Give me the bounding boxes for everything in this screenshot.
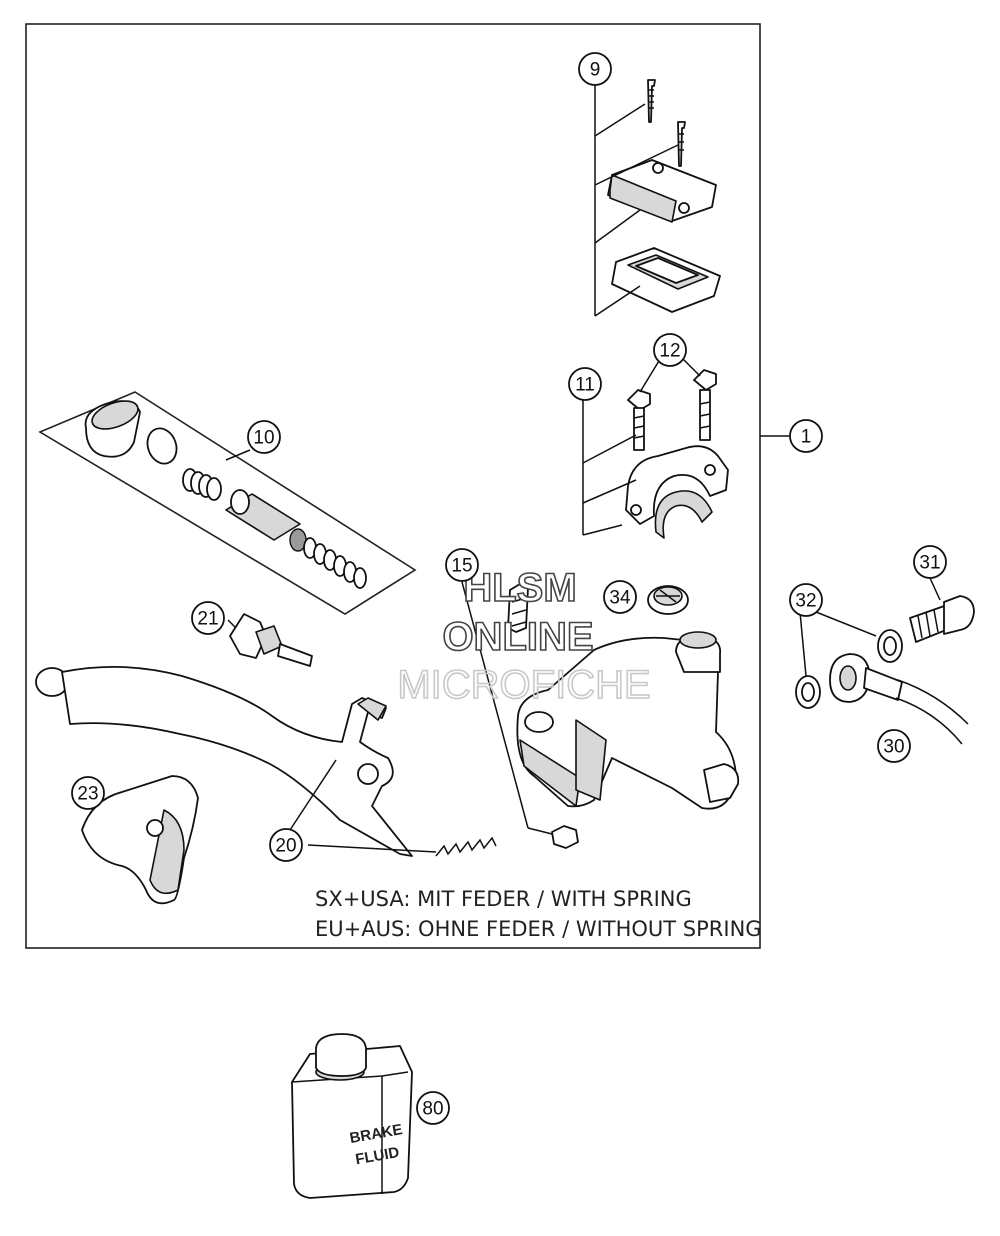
part-32-washers (795, 611, 903, 709)
part-15-bolt (461, 581, 579, 849)
leader-lines (760, 435, 941, 751)
callout-23: 23 (71, 776, 105, 810)
callout-34: 34 (603, 580, 637, 614)
callout-1-label: 1 (801, 427, 812, 448)
assembly-frame (25, 23, 761, 949)
watermark-line2: ONLINE (442, 615, 593, 659)
callout-9: 9 (578, 52, 612, 86)
callout-10: 10 (247, 420, 281, 454)
callout-1: 1 (789, 419, 823, 453)
callout-12: 12 (653, 333, 687, 367)
callout-12-label: 12 (659, 341, 680, 362)
callout-20: 20 (269, 828, 303, 862)
note-with-spring: SX+USA: MIT FEDER / WITH SPRING (315, 887, 692, 911)
callout-15-label: 15 (451, 556, 472, 577)
note-without-spring: EU+AUS: OHNE FEDER / WITHOUT SPRING (315, 917, 762, 941)
callout-20-label: 20 (275, 836, 296, 857)
callout-11-label: 11 (575, 375, 595, 396)
callout-80-label: 80 (422, 1099, 443, 1120)
callout-11: 11 (568, 367, 602, 401)
watermark-line1: HLSM (463, 566, 576, 610)
callout-23-label: 23 (77, 784, 98, 805)
watermark: HLSM ONLINE MICROFICHE (397, 565, 652, 708)
part-34-cap (647, 585, 689, 615)
part-80-brake-fluid-can: BRAKE FLUID (291, 1033, 413, 1199)
callout-80: 80 (416, 1091, 450, 1125)
callout-30: 30 (877, 729, 911, 763)
master-cylinder-body (516, 631, 740, 810)
part-23-lever-cover (81, 775, 199, 905)
callout-30-label: 30 (883, 737, 904, 758)
callout-34-label: 34 (609, 588, 631, 609)
callout-21-label: 21 (197, 609, 218, 630)
callout-32-label: 32 (795, 591, 816, 612)
part-10-piston-kit (38, 391, 417, 615)
callout-10-label: 10 (253, 428, 274, 449)
callout-31-label: 31 (919, 553, 940, 574)
callout-9-label: 9 (590, 60, 601, 81)
part-20-spring (307, 836, 497, 857)
part-11-clamp (582, 355, 729, 539)
part-21-adjuster (227, 613, 313, 667)
part-20-lever (35, 665, 413, 857)
watermark-line3: MICROFICHE (397, 663, 650, 707)
callout-32: 32 (789, 583, 823, 617)
part-9-reservoir-cover (594, 79, 721, 317)
callout-31: 31 (913, 545, 947, 579)
callout-21: 21 (191, 601, 225, 635)
part-30-brake-hose (829, 653, 969, 745)
part-31-banjo-bolt (909, 595, 975, 643)
callout-15: 15 (445, 548, 479, 582)
